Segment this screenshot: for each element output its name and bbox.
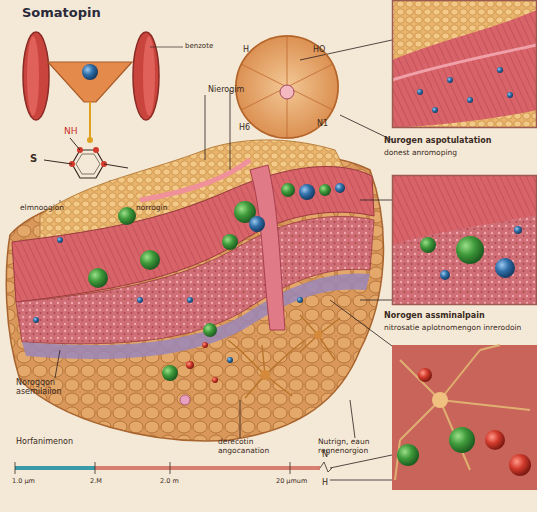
scale-tick: 2.M (90, 478, 102, 485)
scale-tick: 20 µmum (276, 478, 307, 485)
diagram-title: Somatopin (22, 6, 101, 21)
node-text: HO (313, 45, 325, 54)
node-text: Norogen assminalpain (384, 311, 536, 320)
atom-label: S (30, 153, 37, 165)
scale-tick: 1.0 µm (12, 478, 35, 485)
node-text: donest anromoping (384, 149, 536, 158)
node-text: Nurogen aspotulatation (384, 136, 536, 145)
circle-inset: H HO H6 N1 (235, 35, 339, 139)
node-text: nitrosatie aplotnomengon inrerodoin (384, 324, 536, 333)
panel-outline (392, 175, 537, 305)
inset-panel: Nurogen aspotulatationdonest anromoping (392, 0, 537, 128)
node-text: H6 (239, 123, 250, 132)
part-label: benzote (185, 42, 213, 50)
part-label: elmnoogion (20, 204, 64, 213)
region-label: Norogqon asemilaiion (16, 378, 86, 396)
scale-tick: 2.0 m (160, 478, 179, 485)
panel-outline (392, 0, 537, 128)
node-text: N1 (317, 119, 328, 128)
part-label: derecotin angocanation (218, 438, 298, 455)
node-text: H (243, 45, 249, 54)
scale-end-label: N (322, 450, 328, 459)
scale-end-label: H (322, 478, 328, 487)
part-label: Nierogim (208, 85, 244, 94)
scale-label: Horfanimenon (16, 437, 73, 446)
part-label: norrogin (136, 204, 167, 213)
atom-label: NH (64, 126, 78, 136)
region-label: Nutrign, eaun regnenorgion (318, 438, 390, 455)
inset-panel: Norogen assminalpainnitrosatie aplotnome… (392, 175, 537, 305)
